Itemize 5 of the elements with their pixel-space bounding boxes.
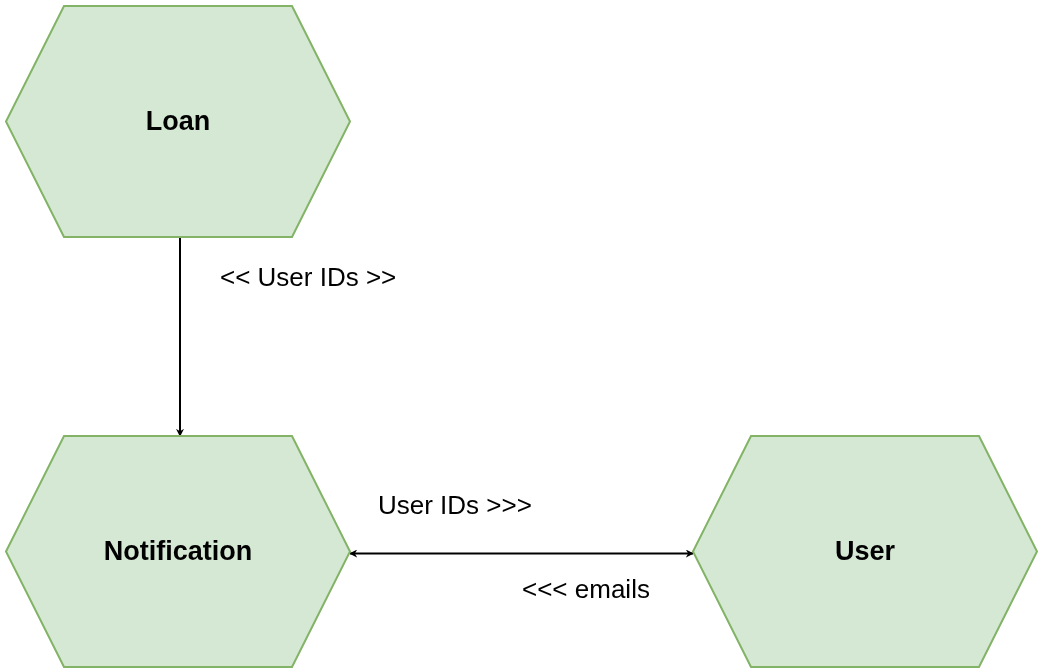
node-label: Notification [103,536,253,567]
arrow [176,236,184,437]
arrow [349,549,694,558]
node-label: User [834,536,895,567]
node-label: Loan [145,106,211,137]
